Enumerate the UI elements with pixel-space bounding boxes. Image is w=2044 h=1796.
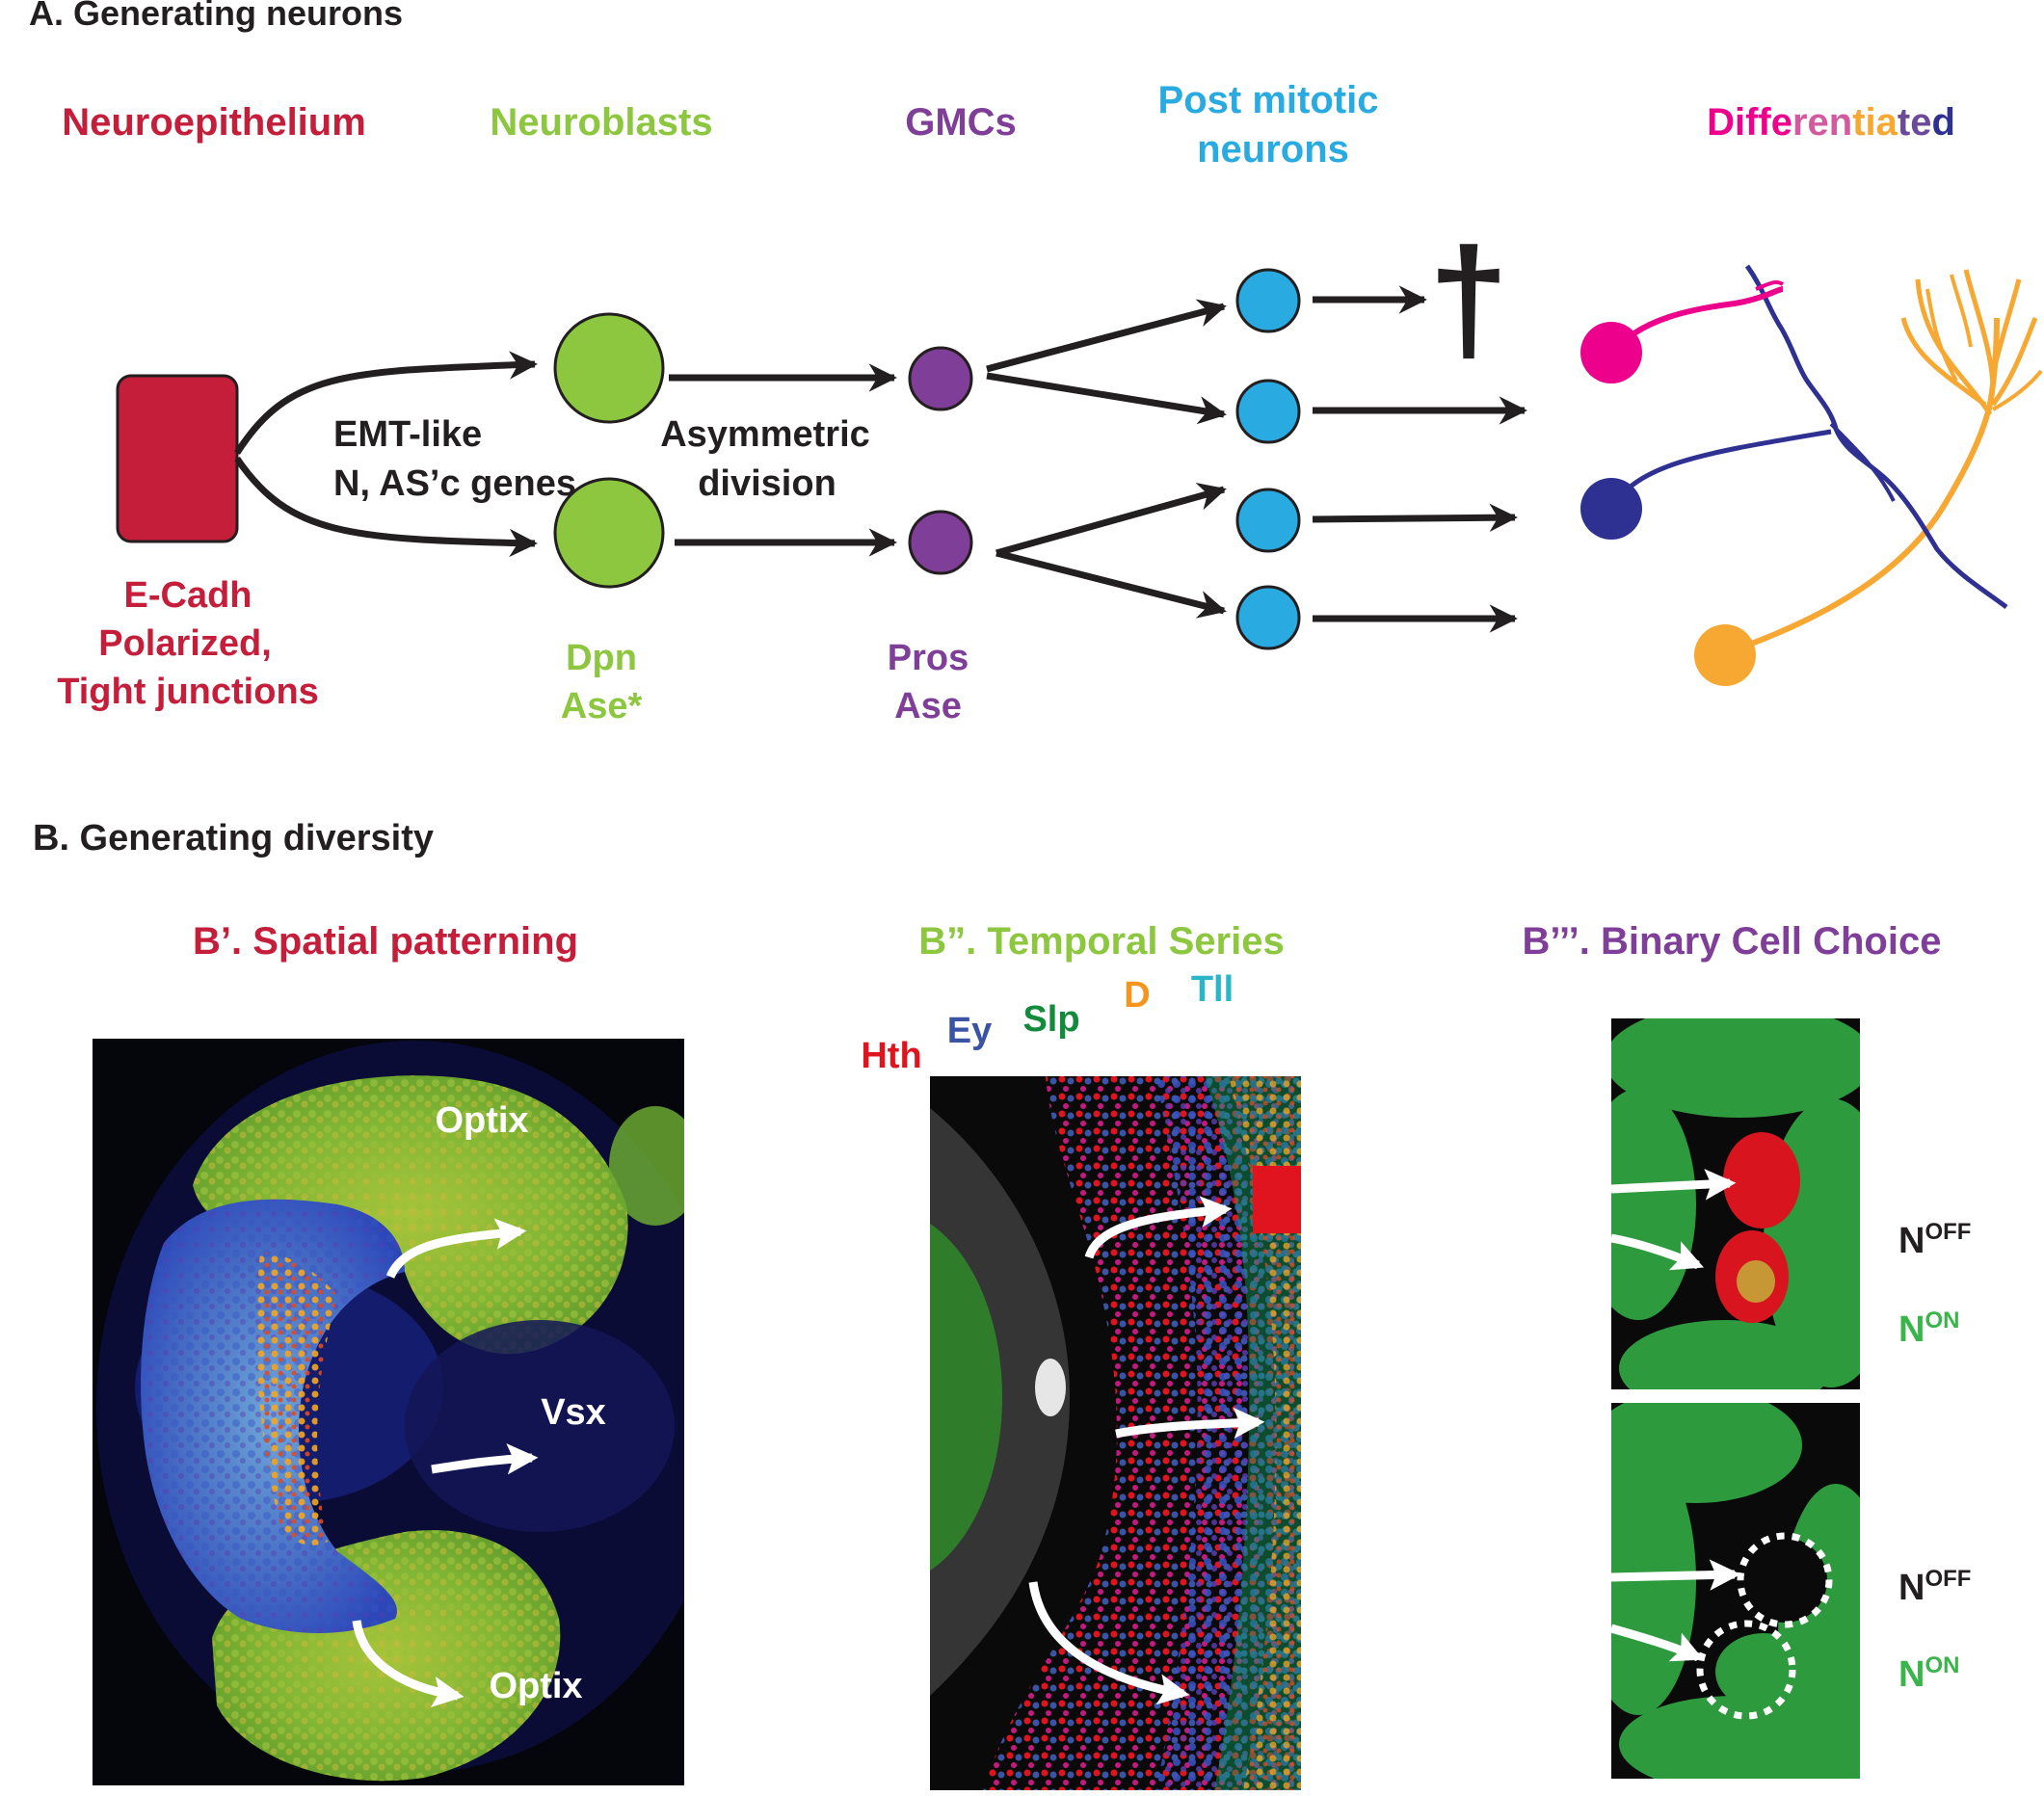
gmc-marker-line2: Ase [894, 686, 962, 726]
orange-neuron [1694, 269, 2043, 686]
orange-neuron-soma [1694, 624, 1756, 686]
temporal-series-micrograph [930, 1076, 1301, 1790]
neuroepithelium-label: Neuroepithelium [62, 101, 366, 144]
ne-marker-line3: Tight junctions [57, 672, 319, 712]
differentiated-neurons [1580, 264, 2043, 686]
neuroblasts-label: Neuroblasts [490, 101, 712, 144]
differentiated-part-4: te [1898, 101, 1932, 144]
neuroblast-cell-upper [553, 312, 665, 424]
emt-arrow-lower [234, 457, 538, 558]
temporal-factor-ey: Ey [947, 1011, 992, 1051]
post-mitotic-neuron-2 [1235, 379, 1301, 444]
n-off-label-bottom: NOFF [1898, 1566, 1971, 1608]
differentiated-part-5: d [1931, 101, 1954, 144]
temporal-factor-hth: Hth [861, 1036, 921, 1076]
n-on-top-superscript: ON [1925, 1307, 1959, 1334]
differentiated-part-2: ren [1792, 101, 1852, 144]
panel-b-title: B. Generating diversity [33, 818, 434, 858]
gmc-arrow-4 [995, 549, 1227, 619]
post-mitotic-neuron-4 [1235, 585, 1301, 650]
n-on-label-bottom: NON [1898, 1652, 1959, 1695]
gmc-cell-upper [908, 346, 973, 411]
post-mitotic-neuron-3 [1235, 488, 1301, 553]
magenta-neuron [1580, 279, 1785, 383]
post-mitotic-label-line2: neurons [1197, 128, 1349, 171]
n-on-label-top: NON [1898, 1307, 1959, 1350]
temporal-factor-tll: Tll [1191, 969, 1234, 1010]
differentiation-arrow-2 [1312, 503, 1518, 532]
neuroblast-cell-lower [553, 477, 665, 589]
nb-marker-line1: Dpn [566, 638, 637, 678]
binary-choice-micrograph-top [1610, 1018, 1860, 1389]
optix-label-top: Optix [435, 1100, 528, 1141]
n-on-bottom-base: N [1898, 1654, 1925, 1695]
navy-neuron-soma [1580, 478, 1642, 540]
differentiated-label: Differentiated [1707, 101, 1955, 144]
temporal-factor-slp: Slp [1022, 999, 1079, 1040]
emt-annotation-line2: N, AS’c genes [333, 463, 576, 504]
temporal-series-title: B”. Temporal Series [918, 920, 1284, 963]
post-mitotic-label-line1: Post mitotic [1158, 79, 1379, 121]
binary-cell-choice-title: B’’’. Binary Cell Choice [1523, 920, 1942, 963]
post-mitotic-neuron-1 [1235, 268, 1301, 333]
gmcs-label: GMCs [905, 101, 1017, 144]
ne-marker-line2: Polarized, [98, 623, 272, 664]
nb-marker-line2: Ase* [561, 686, 643, 726]
navy-neuron [1580, 264, 2008, 610]
differentiated-part-3: tia [1852, 101, 1898, 144]
binary-choice-micrograph-bottom [1609, 1403, 1860, 1779]
gmc-arrow-2 [986, 372, 1227, 425]
magenta-neuron-soma [1580, 322, 1642, 383]
spatial-patterning-micrograph [93, 1039, 684, 1785]
emt-annotation-line1: EMT-like [333, 414, 482, 455]
gmc-arrow-3 [995, 482, 1227, 557]
n-off-label-top: NOFF [1898, 1219, 1971, 1261]
n-on-bottom-superscript: ON [1925, 1652, 1959, 1678]
ne-marker-line1: E-Cadh [124, 575, 252, 616]
n-off-top-superscript: OFF [1925, 1219, 1971, 1245]
gmc-arrow-1 [986, 299, 1227, 373]
asymmetric-annotation-line1: Asymmetric [660, 414, 870, 455]
optix-label-bottom: Optix [489, 1666, 582, 1706]
neuroepithelium-cell [116, 374, 239, 543]
asymmetric-annotation-line2: division [698, 463, 836, 504]
cell-death-dagger-icon: † [1428, 218, 1508, 380]
emt-arrow-upper [234, 351, 538, 455]
spatial-patterning-title: B’. Spatial patterning [193, 920, 578, 963]
gmc-marker-line1: Pros [888, 638, 969, 678]
n-on-top-base: N [1898, 1309, 1925, 1350]
n-off-bottom-base: N [1898, 1568, 1925, 1608]
vsx-label: Vsx [541, 1392, 606, 1433]
gmc-cell-lower [908, 510, 973, 575]
n-off-bottom-superscript: OFF [1925, 1566, 1971, 1592]
n-off-top-base: N [1898, 1221, 1925, 1261]
temporal-factor-d: D [1124, 975, 1150, 1016]
differentiated-part-1: Diffe [1707, 101, 1792, 144]
panel-a-title: A. Generating neurons [29, 0, 403, 33]
